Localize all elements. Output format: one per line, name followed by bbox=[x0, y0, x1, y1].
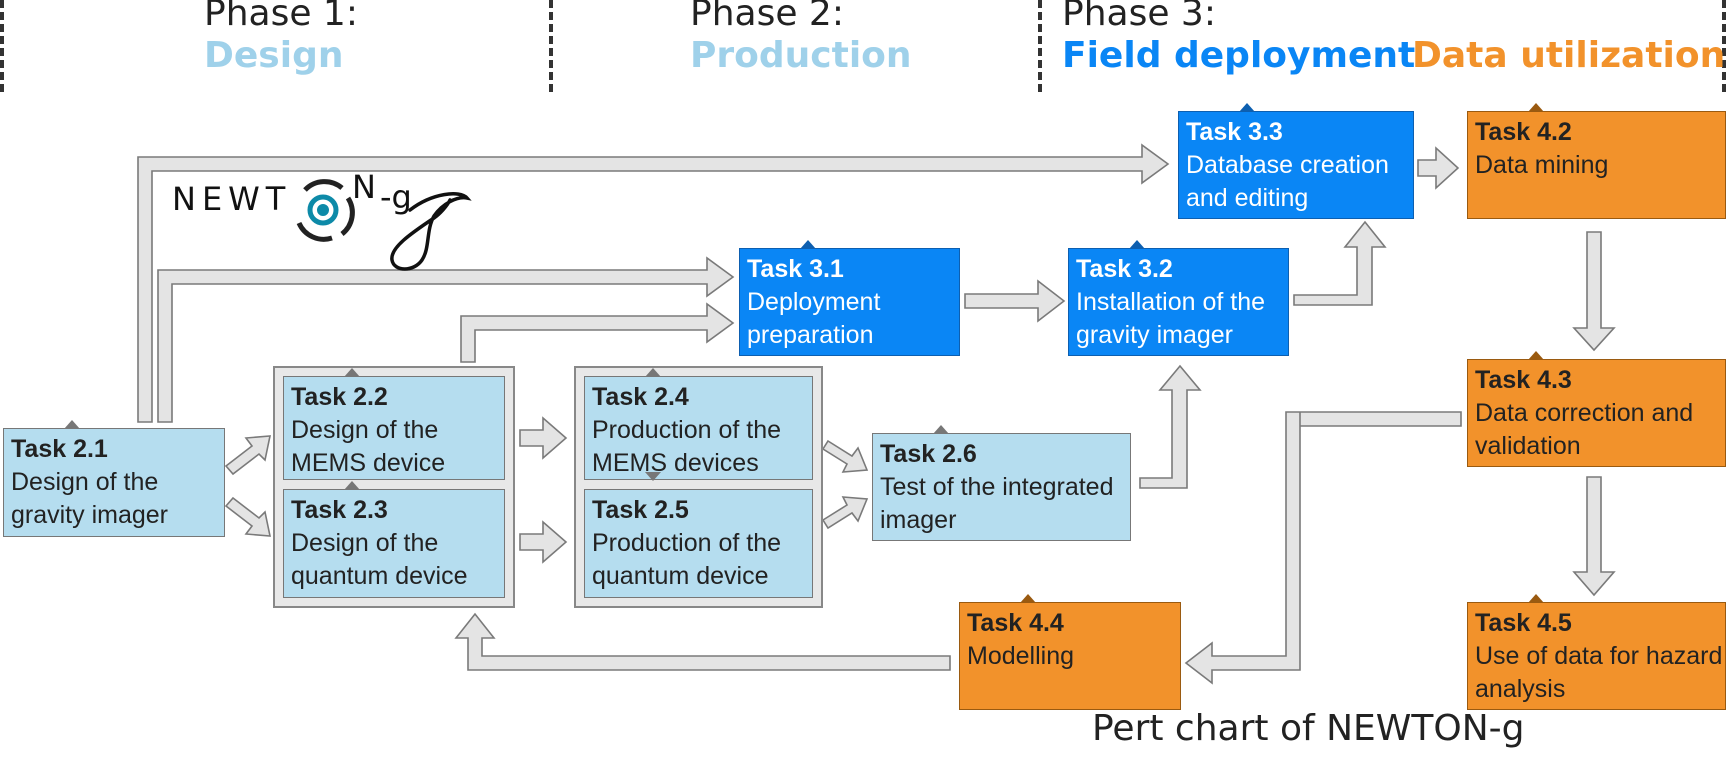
phase-name: Design bbox=[204, 35, 344, 76]
arrow-4-3-to-4-5 bbox=[1572, 476, 1616, 597]
task-id: Task 3.1 bbox=[747, 255, 844, 283]
arrow-2-2-to-2-4 bbox=[519, 416, 568, 460]
task-name: Production of the MEMS devices bbox=[592, 416, 782, 477]
task-2-1[interactable]: Task 2.1 Design of the gravity imager bbox=[3, 420, 225, 537]
arrow-3-3-to-4-2 bbox=[1417, 146, 1460, 190]
task-name: Installation of the gravity imager bbox=[1076, 288, 1266, 349]
phase-name: Field deployment bbox=[1062, 35, 1416, 76]
task-id: Task 4.2 bbox=[1475, 118, 1572, 146]
phase-1-header: Phase 1: Design bbox=[204, 0, 358, 78]
task-3-2[interactable]: Task 3.2 Installation of the gravity ima… bbox=[1068, 240, 1289, 356]
arrow-3-2-to-3-3 bbox=[1293, 220, 1387, 306]
arrow-2-1-to-3-3 bbox=[137, 143, 1170, 423]
task-2-2[interactable]: Task 2.2 Design of the MEMS device bbox=[283, 368, 505, 480]
arrow-2-4-to-2-6 bbox=[821, 439, 869, 473]
task-tab bbox=[645, 472, 661, 481]
phase-separator bbox=[1722, 0, 1726, 92]
task-tab bbox=[64, 420, 80, 429]
task-name: Design of the gravity imager bbox=[11, 468, 168, 529]
task-3-1[interactable]: Task 3.1 Deployment preparation bbox=[739, 240, 960, 356]
task-id: Task 3.3 bbox=[1186, 118, 1283, 146]
task-tab bbox=[344, 481, 360, 490]
task-name: Deployment preparation bbox=[747, 288, 881, 349]
phase-label: Phase 3: bbox=[1062, 0, 1216, 34]
task-id: Task 2.1 bbox=[11, 435, 108, 463]
task-id: Task 2.6 bbox=[880, 440, 977, 468]
arrow-2-1-to-2-3 bbox=[224, 496, 272, 537]
logo-suffix: -g bbox=[380, 178, 412, 216]
arrow-4-2-to-4-3 bbox=[1572, 231, 1616, 352]
logo-text-left: NEWT bbox=[172, 180, 291, 218]
chart-caption: Pert chart of NEWTON-g bbox=[1092, 708, 1525, 749]
task-4-2[interactable]: Task 4.2 Data mining bbox=[1467, 103, 1726, 219]
logo-text-right: N bbox=[352, 168, 376, 206]
task-tab bbox=[800, 240, 816, 249]
task-id: Task 2.3 bbox=[291, 496, 388, 524]
arrow-2-2-to-3-1 bbox=[460, 302, 735, 363]
task-name: Use of data for hazard analysis bbox=[1475, 642, 1723, 703]
task-id: Task 4.5 bbox=[1475, 609, 1572, 637]
newton-g-logo: NEWT N -g bbox=[172, 168, 492, 283]
task-id: Task 2.4 bbox=[592, 383, 689, 411]
task-tab bbox=[1528, 103, 1544, 112]
task-tab bbox=[1528, 594, 1544, 603]
task-4-3[interactable]: Task 4.3 Data correction and validation bbox=[1467, 351, 1726, 467]
phase-name: Data utilization bbox=[1412, 35, 1726, 76]
task-tab bbox=[1020, 594, 1036, 603]
task-tab bbox=[1129, 240, 1145, 249]
arrow-2-5-to-2-6 bbox=[821, 496, 869, 530]
task-id: Task 3.2 bbox=[1076, 255, 1173, 283]
phase-label: Phase 2: bbox=[690, 0, 844, 34]
task-name: Modelling bbox=[967, 642, 1075, 670]
arrow-2-1-to-3-1 bbox=[157, 256, 735, 423]
task-2-4[interactable]: Task 2.4 Production of the MEMS devices bbox=[584, 368, 813, 480]
task-4-5[interactable]: Task 4.5 Use of data for hazard analysis bbox=[1467, 594, 1726, 710]
phase-3-header: Phase 3: Field deployment bbox=[1062, 0, 1415, 78]
arrow-2-6-to-3-2 bbox=[1139, 364, 1202, 489]
task-name: Design of the quantum device bbox=[291, 529, 468, 590]
task-name: Production of the quantum device bbox=[592, 529, 782, 590]
task-name: Data mining bbox=[1475, 151, 1609, 179]
arrow-3-1-to-3-2 bbox=[964, 279, 1066, 323]
task-id: Task 2.2 bbox=[291, 383, 388, 411]
phase-separator bbox=[0, 0, 4, 92]
arrow-4-3-to-4-4 bbox=[1184, 411, 1462, 685]
task-name: Design of the MEMS device bbox=[291, 416, 446, 477]
task-tab bbox=[1528, 351, 1544, 360]
task-name: Database creation and editing bbox=[1186, 151, 1389, 212]
phase-separator bbox=[549, 0, 553, 92]
task-2-6[interactable]: Task 2.6 Test of the integrated imager bbox=[872, 425, 1131, 541]
task-2-3[interactable]: Task 2.3 Design of the quantum device bbox=[283, 481, 505, 598]
task-4-4[interactable]: Task 4.4 Modelling bbox=[959, 594, 1181, 710]
phase-2-header: Phase 2: Production bbox=[690, 0, 912, 78]
arrow-2-3-to-2-5 bbox=[519, 520, 568, 564]
phase-4-header: Data utilization bbox=[1412, 34, 1725, 78]
task-tab bbox=[933, 425, 949, 434]
phase-label: Phase 1: bbox=[204, 0, 358, 34]
task-id: Task 4.4 bbox=[967, 609, 1064, 637]
phase-separator bbox=[1038, 0, 1042, 92]
newton-g-logo-mark: NEWT N -g bbox=[172, 168, 472, 271]
phase-name: Production bbox=[690, 35, 912, 76]
task-tab bbox=[645, 368, 661, 377]
task-2-5[interactable]: Task 2.5 Production of the quantum devic… bbox=[584, 472, 813, 598]
arrow-4-4-to-2-3 bbox=[454, 612, 951, 671]
task-name: Test of the integrated imager bbox=[880, 473, 1114, 534]
task-id: Task 2.5 bbox=[592, 496, 689, 524]
task-name: Data correction and validation bbox=[1475, 399, 1694, 460]
task-tab bbox=[344, 368, 360, 377]
task-id: Task 4.3 bbox=[1475, 366, 1572, 394]
arrow-2-1-to-2-2 bbox=[224, 435, 272, 476]
task-tab bbox=[1239, 103, 1255, 112]
task-3-3[interactable]: Task 3.3 Database creation and editing bbox=[1178, 103, 1414, 219]
